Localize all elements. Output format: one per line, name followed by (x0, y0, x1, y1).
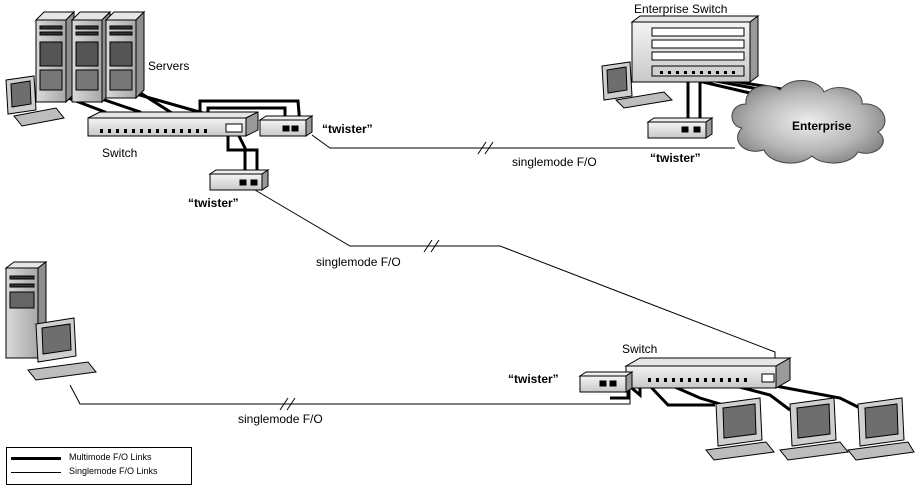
legend-singlemode-label: Singlemode F/O Links (69, 466, 158, 476)
bottom-switch (624, 357, 792, 389)
pc-2 (779, 397, 849, 461)
singlemode-link-middle (254, 189, 776, 380)
break-mark-2 (423, 239, 440, 253)
break-marks (279, 141, 494, 411)
legend-row-multimode: Multimode F/O Links (7, 451, 191, 465)
pc-link-4 (764, 382, 861, 410)
server-tower-2 (70, 10, 112, 104)
singlemode-label-2: singlemode F/O (316, 255, 401, 269)
break-mark-1 (477, 141, 494, 155)
pc-1 (705, 397, 775, 461)
twister-label-2: “twister” (650, 151, 701, 165)
enterprise-monitor (601, 61, 674, 109)
singlemode-label-3: singlemode F/O (238, 412, 323, 426)
servers-label: Servers (148, 59, 190, 73)
twister-label-1: “twister” (322, 122, 373, 136)
pc-link-1 (646, 382, 715, 407)
switch-top-label: Switch (102, 146, 138, 160)
legend-multimode-label: Multimode F/O Links (69, 452, 152, 462)
twister-label-3: “twister” (188, 196, 239, 210)
switch-twister-link-d (236, 133, 247, 180)
server-monitor (5, 75, 65, 127)
break-mark-3 (279, 397, 296, 411)
workstation-left (4, 261, 97, 381)
twister-device-3 (646, 117, 714, 139)
switch-twister-link-a (198, 99, 302, 126)
multimode-swatch (11, 457, 61, 460)
singlemode-swatch (11, 472, 61, 473)
twister-label-4: “twister” (508, 372, 559, 386)
twister-device-1 (258, 115, 314, 137)
twister-device-4 (578, 371, 634, 393)
enterprise-cloud (731, 80, 886, 164)
servers (5, 10, 146, 127)
enterprise-cloud-label: Enterprise (792, 119, 852, 133)
twister-device-2 (208, 169, 270, 191)
legend: Multimode F/O Links Singlemode F/O Links (6, 447, 192, 485)
pc-3 (847, 397, 915, 461)
switch-bottom-label: Switch (622, 342, 658, 356)
server-tower-1 (34, 10, 76, 104)
singlemode-link-bottom (69, 384, 631, 405)
enterprise-switch-label: Enterprise Switch (634, 2, 728, 16)
top-switch (87, 111, 259, 137)
server-tower-3 (104, 10, 146, 100)
singlemode-label-1: singlemode F/O (512, 155, 597, 169)
enterprise-switch (630, 15, 760, 83)
switch-twister-link-c (226, 134, 259, 178)
legend-row-singlemode: Singlemode F/O Links (7, 465, 191, 479)
singlemode-link-top (311, 134, 735, 149)
